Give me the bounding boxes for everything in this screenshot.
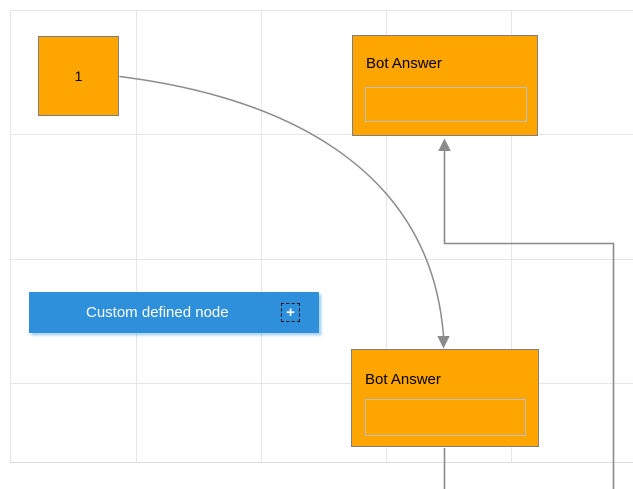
start-node-label: 1 [74, 68, 83, 84]
bot-message-input[interactable] [365, 87, 527, 122]
bot-answer-node-bottom[interactable]: Bot Answer [351, 349, 539, 447]
custom-defined-node[interactable]: Custom defined node + [29, 292, 319, 333]
plus-icon: + [286, 304, 295, 321]
start-node[interactable]: 1 [38, 36, 119, 116]
node-title: Bot Answer [366, 55, 442, 72]
add-node-button[interactable]: + [281, 303, 300, 322]
grid-lines [10, 10, 633, 463]
arrowhead-up-icon [438, 138, 451, 151]
bot-answer-node-top[interactable]: Bot Answer [352, 35, 538, 136]
connector-curve[interactable] [119, 75, 450, 349]
node-title: Bot Answer [365, 371, 441, 388]
custom-node-label: Custom defined node [86, 304, 229, 321]
arrowhead-down-icon [437, 336, 450, 349]
bot-message-input[interactable] [365, 399, 526, 436]
connector-elbow[interactable] [438, 138, 615, 489]
